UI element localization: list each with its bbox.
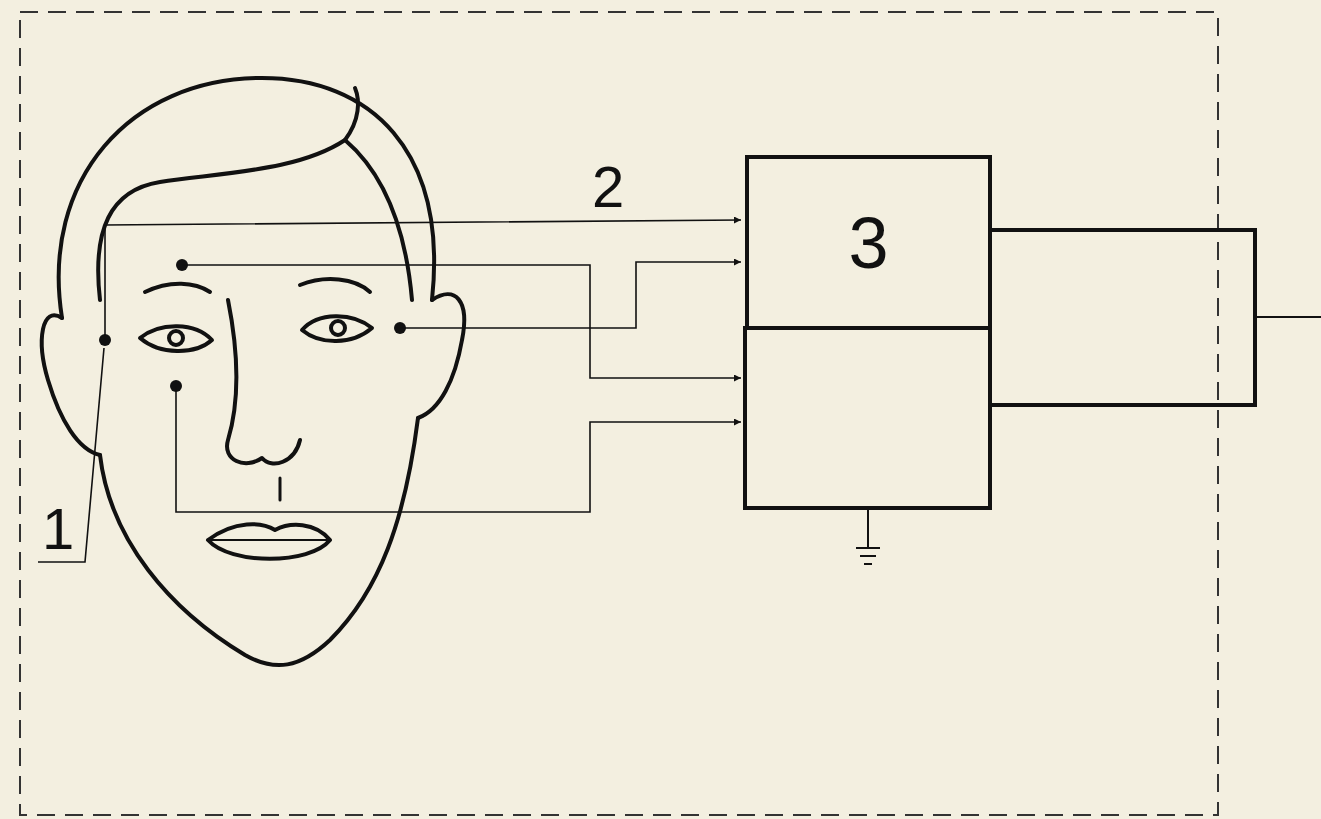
nose bbox=[227, 300, 300, 464]
output-box bbox=[990, 230, 1255, 405]
box-label: 3 bbox=[848, 207, 888, 279]
philtrum bbox=[279, 478, 282, 500]
wire bbox=[176, 386, 741, 512]
wire bbox=[182, 265, 741, 378]
hair-outline bbox=[59, 78, 434, 318]
wire bbox=[105, 220, 741, 340]
amplifier-unit bbox=[745, 230, 1321, 564]
left-ear bbox=[42, 315, 100, 455]
face-drawing bbox=[42, 78, 464, 665]
callout-number: 2 bbox=[592, 158, 624, 216]
left-eye bbox=[140, 326, 212, 351]
electrodes bbox=[99, 259, 406, 392]
hair-parting bbox=[345, 88, 358, 140]
left-pupil bbox=[169, 331, 183, 345]
lower-channel-box bbox=[745, 328, 990, 508]
dashed-frame bbox=[20, 12, 1218, 815]
ground-symbol bbox=[856, 508, 880, 564]
electrode-wires bbox=[38, 220, 741, 562]
right-ear bbox=[418, 294, 464, 418]
left-eyebrow bbox=[145, 284, 210, 292]
hairline bbox=[98, 140, 412, 300]
right-pupil bbox=[331, 321, 345, 335]
jaw-outline bbox=[100, 418, 418, 665]
right-eye bbox=[302, 316, 372, 341]
leader-line bbox=[38, 348, 104, 562]
mouth bbox=[208, 524, 330, 558]
right-eyebrow bbox=[300, 279, 370, 292]
callout-number: 1 bbox=[42, 500, 74, 558]
output-line bbox=[1255, 316, 1321, 318]
wire bbox=[400, 262, 741, 328]
lip-line bbox=[208, 539, 330, 541]
process-box: 3 bbox=[745, 155, 992, 330]
